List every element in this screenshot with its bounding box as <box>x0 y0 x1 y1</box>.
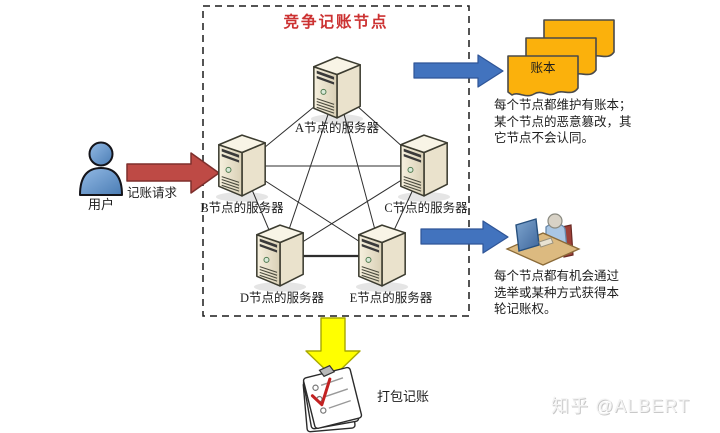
package-arrow <box>305 317 361 378</box>
accounting-right-arrow <box>420 220 509 254</box>
server-c-label: C节点的服务器 <box>384 201 468 215</box>
ledger-label: 账本 <box>530 61 556 75</box>
server-d-icon <box>253 224 307 293</box>
ledger-arrow <box>413 54 504 88</box>
server-b-icon <box>215 134 269 203</box>
server-e-label: E节点的服务器 <box>349 291 433 305</box>
request-label: 记账请求 <box>127 186 178 200</box>
notepad-icon <box>302 364 363 433</box>
server-d-label: D节点的服务器 <box>239 291 325 305</box>
user-label: 用户 <box>87 197 114 212</box>
server-c-icon <box>397 134 451 203</box>
server-e-icon <box>355 224 409 293</box>
watermark: 知乎 @ALBERT <box>551 396 690 416</box>
package-label: 打包记账 <box>377 389 430 404</box>
election-note: 每个节点都有机会通过 选举或某种方式获得本 轮记账权。 <box>494 269 620 316</box>
server-a-icon <box>310 56 364 125</box>
worker-computer-icon <box>505 213 581 266</box>
request-arrow <box>126 152 220 194</box>
server-a-label: A节点的服务器 <box>294 121 380 135</box>
ledger-docs-icon <box>507 19 615 97</box>
server-b-label: B节点的服务器 <box>200 201 284 215</box>
competing-nodes-title: 竞争记账节点 <box>283 14 389 31</box>
user-icon <box>79 141 123 196</box>
ledger-note: 每个节点都维护有账本； 某个节点的恶意篡改，其 它节点不会认同。 <box>494 98 632 145</box>
